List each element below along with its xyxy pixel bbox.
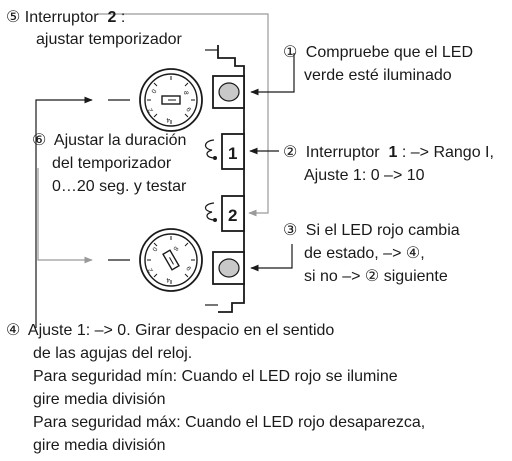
callout-5-line-2: ajustar temporizador	[36, 31, 183, 48]
upper-dial-mark: 8	[182, 91, 189, 95]
lower-dial-mark: 4	[166, 276, 170, 283]
callout-2-suffix: : –> Rango I,	[402, 144, 494, 161]
lower-dial[interactable]: 0 8 6 4 2	[139, 228, 203, 292]
upper-dial-mark: 2	[147, 107, 155, 114]
switch-2-label: 2	[228, 206, 237, 225]
callout-5-number: ⑤	[6, 9, 20, 26]
device-housing	[205, 45, 245, 313]
callout-4-line-5: Para seguridad máx: Cuando el LED rojo d…	[33, 414, 425, 431]
switch-2[interactable]: 2	[204, 195, 245, 232]
callout-1-number: ①	[283, 44, 297, 61]
callout-5: ⑤ Interruptor 2 : ajustar temporizador	[6, 9, 183, 48]
callout-4-line-4: gire media división	[33, 391, 166, 408]
lower-dial-mark: 2	[147, 267, 155, 274]
callout-3-line-1: Si el LED rojo cambia	[306, 222, 460, 239]
callout-2-bold: 1	[389, 144, 398, 161]
callout-6-line-3: 0…20 seg. y testar	[52, 178, 187, 195]
svg-text:④ Ajuste 1: –> 0. Girar: ④ Ajuste 1: –> 0. Girar despacio en el s…	[6, 322, 334, 339]
callout-5-bold: 2	[108, 9, 117, 26]
callout-4-number: ④	[6, 322, 20, 339]
lower-dial-mark: 6	[184, 266, 192, 273]
svg-text:⑤ Interruptor 2: ⑤ Interruptor 2 :	[6, 9, 125, 26]
switch-1-label: 1	[228, 144, 237, 163]
upper-dial-mark: 0	[151, 88, 159, 95]
svg-text:③ Si el LED rojo cambia: ③ Si el LED rojo cambia	[283, 222, 460, 239]
callout-3: ③ Si el LED rojo cambia de estado, –> ④,…	[283, 222, 460, 285]
callout-1-line-1: Compruebe que el LED	[306, 44, 473, 61]
callout-5-prefix: Interruptor	[25, 9, 103, 26]
lower-dial-tick-marks	[147, 236, 195, 284]
svg-text:⑥ Ajustar la duración: ⑥ Ajustar la duración	[32, 132, 186, 149]
leader-lines	[35, 13, 295, 328]
switch-1[interactable]: 1	[204, 133, 245, 170]
lower-dial-mark: 8	[171, 245, 179, 252]
upper-dial[interactable]: 0 8 6 4 2	[139, 68, 203, 132]
callout-4-line-2: de las agujas del reloj.	[33, 345, 192, 362]
callout-6: ⑥ Ajustar la duración del temporizador 0…	[32, 132, 187, 195]
callout-3-number: ③	[283, 222, 297, 239]
svg-text:② Interruptor 1: ② Interruptor 1 : –> Rango I,	[283, 144, 494, 161]
lower-dial-mark: 0	[152, 246, 160, 253]
callout-6-number: ⑥	[32, 132, 46, 149]
callout-2-line-2: Ajuste 1: 0 –> 10	[304, 167, 425, 184]
callout-4-line-3: Para seguridad mín: Cuando el LED rojo s…	[33, 368, 398, 385]
upper-dial-mark: 4	[166, 116, 170, 123]
callout-2-number: ②	[283, 144, 297, 161]
callout-4-line-1: Ajuste 1: –> 0. Girar despacio en el sen…	[28, 322, 335, 339]
callout-3-line-2: de estado, –> ④,	[304, 245, 425, 262]
green-led	[212, 75, 245, 109]
upper-dial-mark: 6	[184, 107, 192, 114]
callout-1-line-2: verde esté iluminado	[304, 67, 452, 84]
callout-1: ① Compruebe que el LED verde esté ilumin…	[283, 44, 473, 84]
callout-2-prefix: Interruptor	[306, 144, 384, 161]
callout-5-suffix: :	[121, 9, 125, 26]
callout-6-line-1: Ajustar la duración	[54, 132, 187, 149]
upper-dial-tick-marks	[147, 76, 195, 124]
callout-2: ② Interruptor 1 : –> Rango I, Ajuste 1: …	[283, 144, 494, 184]
callout-6-line-2: del temporizador	[52, 155, 172, 172]
callout-3-line-3: si no –> ② siguiente	[304, 268, 448, 285]
red-led	[212, 251, 245, 285]
callout-4: ④ Ajuste 1: –> 0. Girar despacio en el s…	[6, 322, 425, 454]
callout-4-line-6: gire media división	[33, 437, 166, 454]
svg-text:① Compruebe que el LED: ① Compruebe que el LED	[283, 44, 473, 61]
